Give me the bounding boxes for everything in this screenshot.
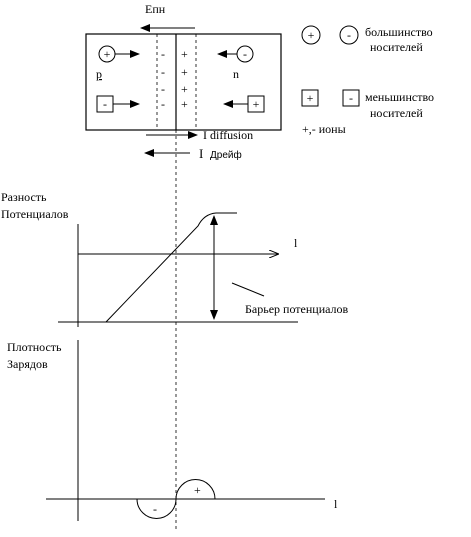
p-majority-hole: + [98, 45, 116, 63]
svg-text:+: + [253, 97, 260, 111]
positive-ion-charge: + [181, 65, 188, 79]
negative-charge-sign: - [153, 502, 157, 516]
positive-ion-charge: + [181, 82, 188, 96]
negative-ion-charge: - [161, 47, 165, 61]
legend-minority-minus-symbol: - [342, 89, 360, 107]
svg-text:-: - [347, 28, 351, 42]
svg-text:-: - [243, 47, 247, 61]
barrier-pointer-line [231, 282, 265, 297]
n-majority-electron: - [236, 45, 254, 63]
potential-ylabel-line1: Разность [1, 190, 47, 204]
p-region-label: p [96, 67, 102, 81]
svg-text:-: - [349, 91, 353, 105]
drift-current-label: Дрейф [210, 149, 242, 161]
negative-ion-charge: - [161, 82, 165, 96]
negative-ion-charge: - [161, 97, 165, 111]
svg-text:+: + [308, 28, 315, 42]
potential-curve [105, 212, 237, 323]
legend-majority-line2: носителей [370, 40, 423, 54]
legend-electron-symbol: - [339, 25, 359, 45]
potential-axis-label: l [294, 236, 298, 250]
n-minority-carrier: + [247, 95, 265, 113]
field-label: Eпн [145, 2, 166, 16]
positive-charge-sign: + [194, 483, 201, 497]
drift-current-letter: I [199, 146, 203, 161]
charge-curve [136, 479, 216, 519]
potential-ylabel-line2: Потенциалов [1, 207, 69, 221]
negative-ion-charge: - [161, 65, 165, 79]
legend-ions: +,- ионы [302, 122, 346, 136]
diffusion-current-label: I diffusion [203, 128, 253, 142]
svg-text:+: + [307, 91, 314, 105]
n-region-label: n [233, 67, 239, 81]
junction-box [85, 33, 282, 131]
legend-minority-line1: меньшинство [365, 90, 434, 104]
charge-ylabel-line2: Зарядов [7, 357, 48, 371]
legend-minority-plus-symbol: + [301, 89, 319, 107]
legend-majority-line1: большинство [365, 25, 433, 39]
charge-axis-label: l [334, 497, 338, 511]
legend-minority-line2: носителей [370, 106, 423, 120]
svg-text:+: + [104, 47, 111, 61]
svg-text:-: - [103, 97, 107, 111]
charge-graph: Плотность Зарядов l - + [7, 340, 338, 521]
barrier-label: Барьер потенциалов [245, 302, 349, 316]
positive-ion-charge: + [181, 47, 188, 61]
p-minority-carrier: - [96, 95, 114, 113]
charge-ylabel-line1: Плотность [7, 340, 62, 354]
positive-ion-charge: + [181, 97, 188, 111]
legend-hole-symbol: + [301, 25, 321, 45]
pn-junction-diagram: Eпн - - - - + + + + + p - - [85, 2, 282, 161]
potential-graph: Разность Потенциалов l Барьер потенциало… [1, 190, 349, 327]
legend: + - большинство носителей + - меньшинств… [301, 25, 434, 136]
